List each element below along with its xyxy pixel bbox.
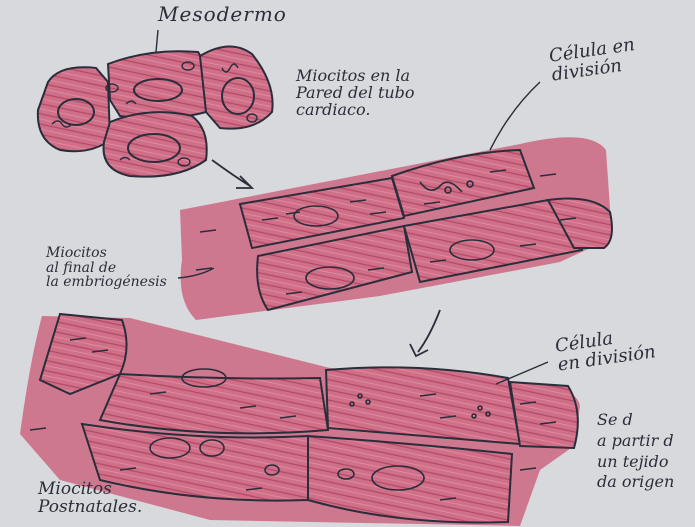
mesoderm-cell [200,46,273,128]
mesoderm-cell-cluster [38,46,273,176]
mesoderm-label: Mesodermo [158,4,287,25]
side-note-text: Se d a partir d un tejido da origen [597,410,695,493]
heart-tube-myocytes-label: Miocitos en la Pared del tubo cardiaco. [296,68,476,118]
arrow-stage1-to-stage2 [212,160,252,188]
myocyte [510,382,578,448]
mesoderm-cell [108,51,210,118]
arrow-stage2-to-stage3 [410,310,440,356]
mesoderm-cell [104,112,207,177]
myocyte [100,374,328,433]
late-embryonic-myocytes-label: Miocitos al final de la embriogénesis [46,246,196,290]
postnatal-myocytes-label: Miocitos Postnatales. [38,481,142,517]
mesoderm-cell [38,67,110,151]
embryonic-myocyte-band [180,137,612,320]
